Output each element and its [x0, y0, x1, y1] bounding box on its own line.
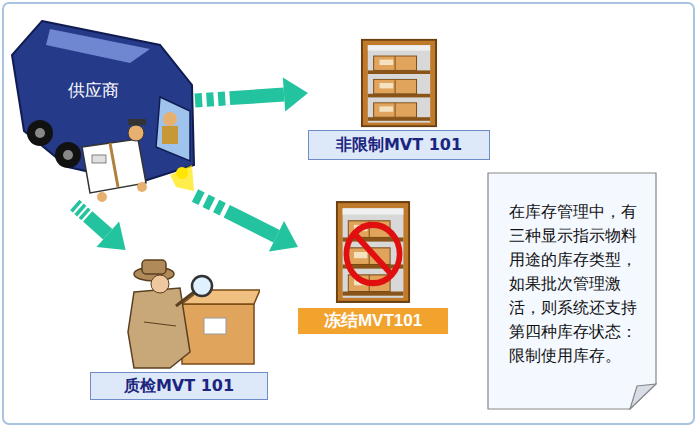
arrow-part [269, 221, 298, 251]
illustration [335, 200, 411, 308]
illustration [360, 38, 438, 132]
illustration [10, 15, 195, 209]
quality-inspection-stock: 质检MVT 101 [90, 250, 268, 400]
blocked-stock: 冻结MVT101 [298, 200, 448, 334]
supplier-truck: 供应商 [10, 15, 195, 205]
stock-label: 质检MVT 101 [90, 372, 268, 400]
arrow-part [192, 189, 205, 205]
illustration [120, 252, 260, 374]
arrow-part [218, 92, 226, 106]
stock-label: 非限制MVT 101 [308, 130, 490, 160]
arrow-part [224, 205, 280, 242]
arrow-part [229, 88, 284, 106]
arrow-part [203, 195, 216, 211]
arrow-part [206, 92, 214, 106]
flow-arrow [192, 189, 298, 251]
supplier-name: 供应商 [68, 79, 119, 102]
arrow-part [97, 222, 126, 251]
stock-label: 冻结MVT101 [298, 308, 448, 334]
arrow-part [195, 93, 203, 108]
arrow-part [213, 200, 226, 216]
arrow-part [283, 78, 308, 112]
flow-arrow [195, 78, 309, 112]
note-callout: 在库存管理中，有三种显示指示物料用途的库存类型，如果批次管理激活，则系统还支持第… [487, 172, 657, 410]
unrestricted-stock: 非限制MVT 101 [308, 38, 490, 160]
flow-arrow [70, 200, 126, 250]
note-text: 在库存管理中，有三种显示指示物料用途的库存类型，如果批次管理激活，则系统还支持第… [509, 200, 637, 368]
